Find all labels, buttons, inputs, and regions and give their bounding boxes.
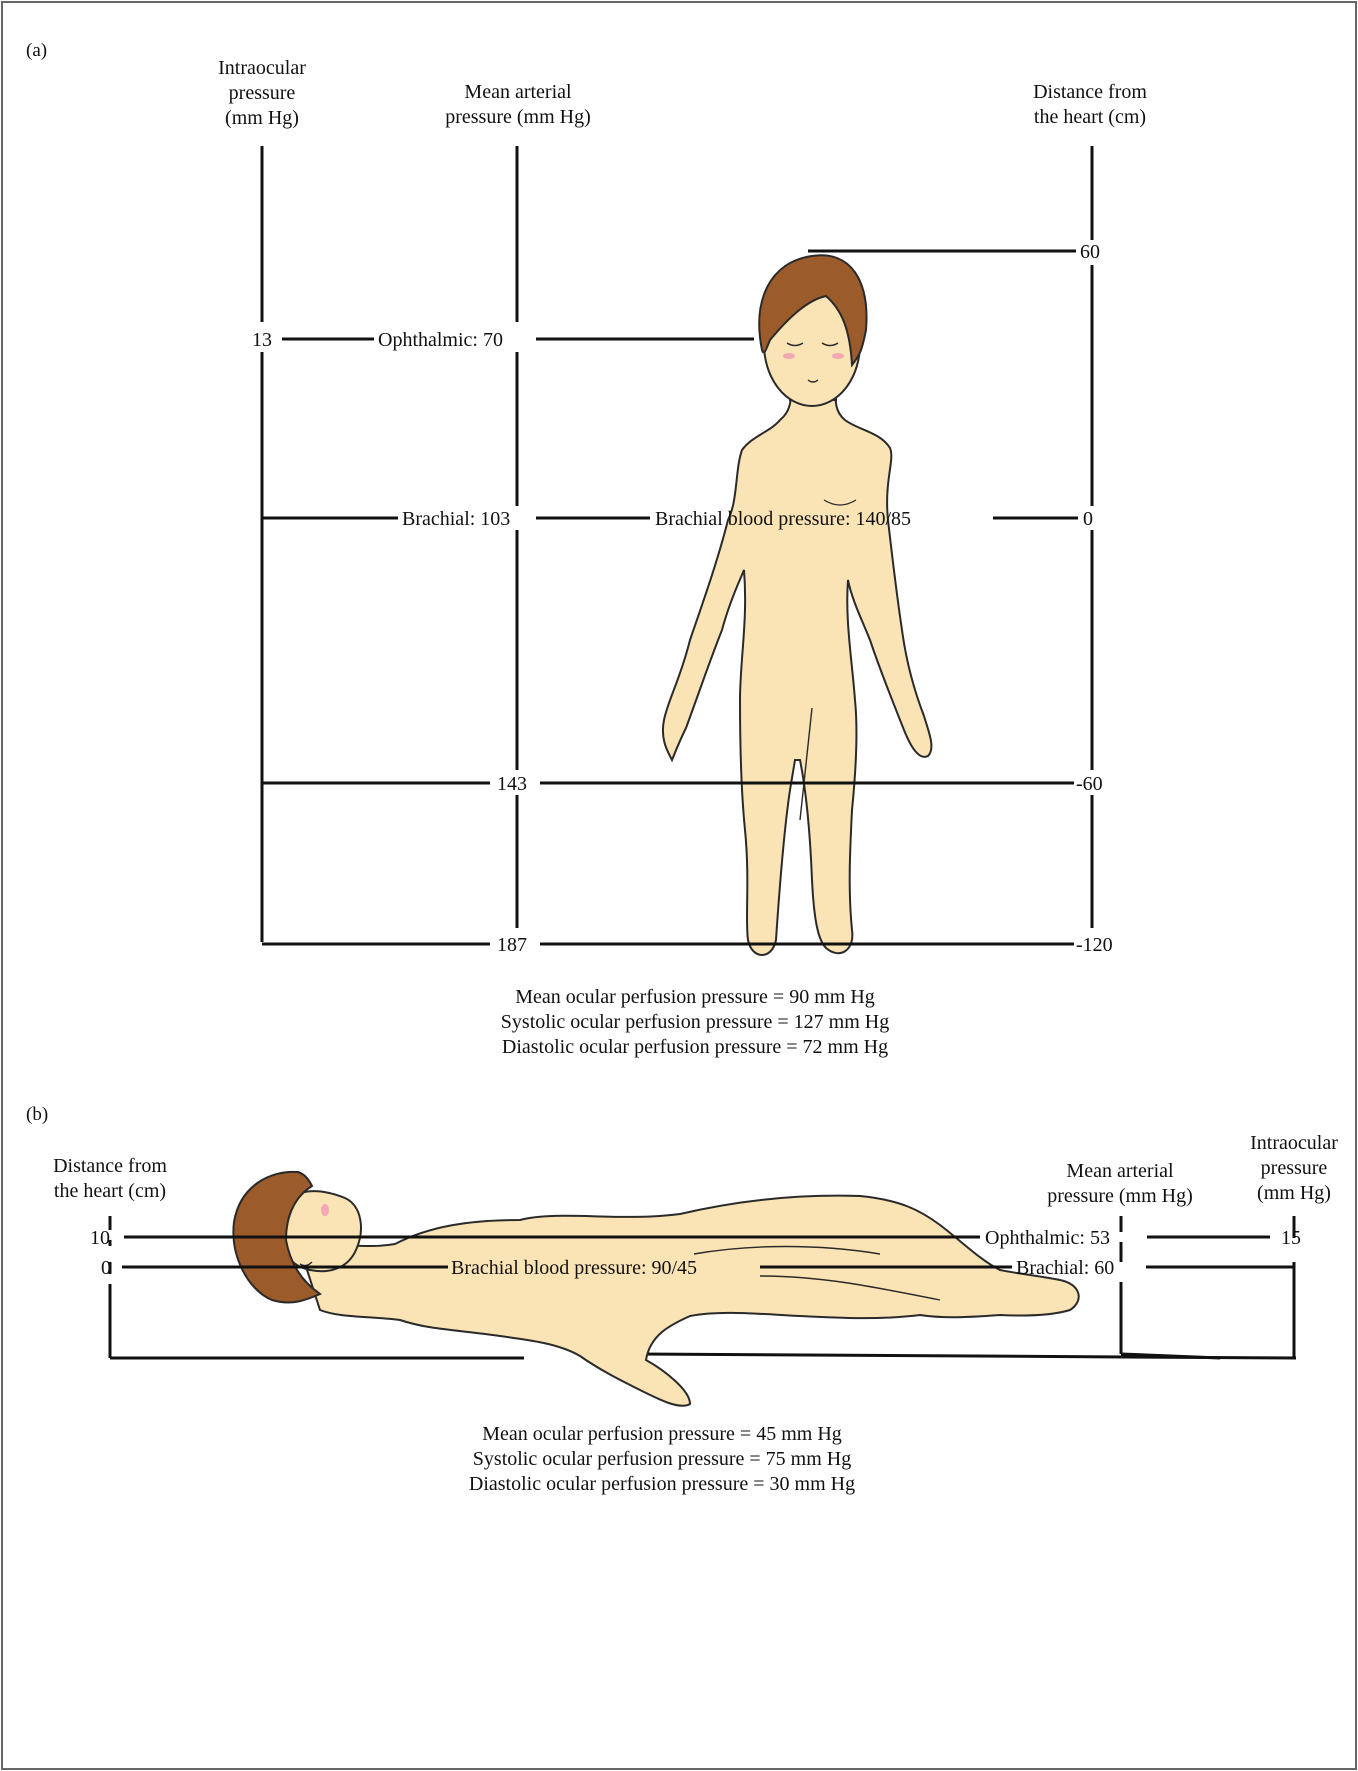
svg-text:Mean arterial: Mean arterial <box>1066 1160 1174 1182</box>
panel-b-summary: Mean ocular perfusion pressure = 45 mm H… <box>469 1423 855 1495</box>
svg-text:pressure (mm Hg): pressure (mm Hg) <box>445 106 591 128</box>
svg-text:(mm Hg): (mm Hg) <box>1257 1182 1331 1204</box>
svg-text:Systolic ocular perfusion pres: Systolic ocular perfusion pressure = 127… <box>501 1011 889 1033</box>
panel-b-dist-heart: 0 <box>101 1257 111 1279</box>
panel-a-summary: Mean ocular perfusion pressure = 90 mm H… <box>501 986 889 1058</box>
svg-text:Systolic ocular perfusion pres: Systolic ocular perfusion pressure = 75 … <box>473 1448 851 1470</box>
panel-b-dist-eye: 10 <box>90 1227 110 1249</box>
panel-a-iop-axis-title: Intraocular pressure (mm Hg) <box>218 57 306 129</box>
panel-a-foot-map: 187 <box>497 934 527 956</box>
panel-a-dist-knee: -60 <box>1076 773 1103 795</box>
svg-text:(mm Hg): (mm Hg) <box>225 107 299 129</box>
svg-text:Distance from: Distance from <box>53 1155 167 1177</box>
svg-text:Diastolic ocular perfusion pre: Diastolic ocular perfusion pressure = 30… <box>469 1473 855 1495</box>
svg-text:Mean arterial: Mean arterial <box>464 81 572 103</box>
panel-a-dist-head: 60 <box>1080 241 1100 263</box>
panel-a-dist-foot: -120 <box>1076 934 1113 956</box>
panel-a-label: (a) <box>26 40 47 61</box>
svg-text:Mean ocular perfusion pressure: Mean ocular perfusion pressure = 45 mm H… <box>482 1423 842 1445</box>
blush-left <box>783 353 795 359</box>
panel-b-label: (b) <box>26 1104 48 1125</box>
panel-a-brachial-map: Brachial: 103 <box>402 508 510 530</box>
svg-text:the heart (cm): the heart (cm) <box>54 1180 166 1202</box>
panel-b-iop-axis-title: Intraocular pressure (mm Hg) <box>1250 1132 1338 1204</box>
panel-b-iop-value: 15 <box>1281 1227 1301 1249</box>
panel-a-brachial-bp: Brachial blood pressure: 140/85 <box>655 508 911 530</box>
svg-text:pressure: pressure <box>229 82 296 104</box>
blush-right <box>832 353 844 359</box>
blush-lying <box>321 1204 329 1216</box>
svg-text:Diastolic ocular perfusion pre: Diastolic ocular perfusion pressure = 72… <box>502 1036 888 1058</box>
svg-text:pressure (mm Hg): pressure (mm Hg) <box>1047 1185 1193 1207</box>
svg-text:Mean ocular perfusion pressure: Mean ocular perfusion pressure = 90 mm H… <box>515 986 875 1008</box>
panel-a-iop-value: 13 <box>252 329 272 351</box>
svg-text:Distance from: Distance from <box>1033 81 1147 103</box>
svg-text:Intraocular: Intraocular <box>1250 1132 1338 1154</box>
svg-text:the heart (cm): the heart (cm) <box>1034 106 1146 128</box>
panel-b-brachial-bp: Brachial blood pressure: 90/45 <box>451 1257 697 1279</box>
svg-text:pressure: pressure <box>1261 1157 1328 1179</box>
svg-text:Intraocular: Intraocular <box>218 57 306 79</box>
panel-a-ophthalmic-map: Ophthalmic: 70 <box>378 329 503 351</box>
panel-a-dist-heart: 0 <box>1083 508 1093 530</box>
panel-b-ophthalmic-map: Ophthalmic: 53 <box>985 1227 1110 1249</box>
panel-b-brachial-map: Brachial: 60 <box>1016 1257 1114 1279</box>
panel-a-knee-map: 143 <box>497 773 527 795</box>
